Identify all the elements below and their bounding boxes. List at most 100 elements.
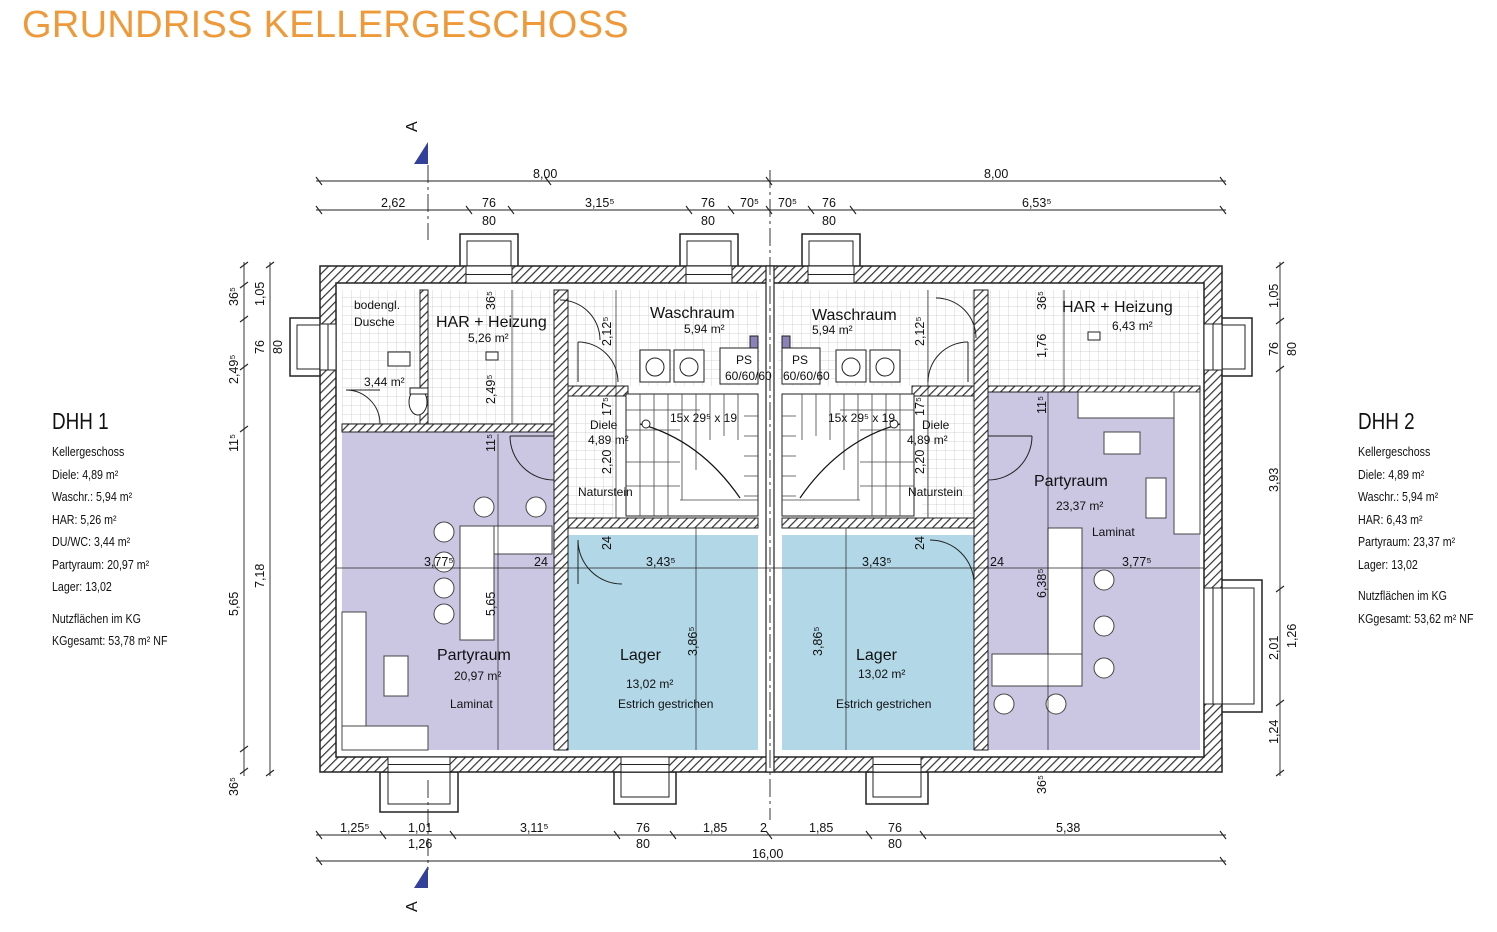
dhh1-line: Waschr.: 5,94 m² <box>52 489 133 504</box>
lager1-name: Lager <box>620 647 662 664</box>
dim-bottom-seg: 80 <box>636 837 650 851</box>
lightwells <box>289 233 1263 813</box>
dim-inner: 24 <box>600 536 614 550</box>
lager2-floor: Estrich gestrichen <box>836 697 931 711</box>
har1-area: 5,26 m² <box>468 331 509 345</box>
dhh1-nf-total: KGgesamt: 53,78 m² NF <box>52 633 168 648</box>
dusche-label: bodengl. <box>354 298 400 312</box>
dim-bottom-seg: 1,01 <box>408 821 432 835</box>
dim-inner: 2,20 <box>913 450 927 474</box>
dim-inner: 36⁵ <box>1035 291 1049 310</box>
lager1-area: 13,02 m² <box>626 677 673 691</box>
dim-inner: 3,86⁵ <box>686 626 700 656</box>
dim-left: 11⁵ <box>227 434 241 452</box>
dim-total-left: 8,00 <box>533 167 557 181</box>
dusche-label: Dusche <box>354 315 395 329</box>
party2-area: 23,37 m² <box>1056 499 1103 513</box>
dhh2-line: Kellergeschoss <box>1358 444 1431 459</box>
dim-bottom-seg: 1,85 <box>809 821 833 835</box>
dim-top-seg: 6,53⁵ <box>1022 196 1052 210</box>
dhh1-heading: DHH 1 <box>52 408 109 434</box>
dim-top-seg: 2,62 <box>381 196 405 210</box>
dhh1-line: Diele: 4,89 m² <box>52 466 119 482</box>
dim-bottom-seg: 2 <box>760 821 767 835</box>
party-floor-right <box>988 392 1200 750</box>
ps-label-right: PS <box>792 353 808 367</box>
dim-inner: 2,49⁵ <box>484 374 498 404</box>
dhh1-line: HAR: 5,26 m² <box>52 511 117 527</box>
ps-size-right: 60/60/60 <box>783 369 830 383</box>
wasch2-name: Waschraum <box>812 307 897 324</box>
dim-left: 7,18 <box>253 564 267 588</box>
dim-bottom-seg: 1,26 <box>408 837 432 851</box>
dim-total-right: 8,00 <box>984 167 1008 181</box>
party2-floor: Laminat <box>1092 525 1135 539</box>
dim-right: 1,05 <box>1267 284 1281 308</box>
har2-area: 6,43 m² <box>1112 319 1153 333</box>
dhh2-nf-label: Nutzflächen im KG <box>1358 588 1447 603</box>
har2-name: HAR + Heizung <box>1062 299 1173 316</box>
dim-right: 2,01 <box>1267 636 1281 660</box>
dim-inner: 24 <box>990 555 1004 569</box>
section-label-bottom: A <box>404 901 421 912</box>
dim-bottom-seg: 80 <box>888 837 902 851</box>
section-marker-top: A <box>404 121 428 164</box>
lager1-floor: Estrich gestrichen <box>618 697 713 711</box>
dim-inner: 1,76 <box>1035 334 1049 358</box>
diele2-area: 4,89 m² <box>907 433 948 447</box>
dhh1-line: Partyraum: 20,97 m² <box>52 556 150 572</box>
dim-inner: 6,38⁵ <box>1035 568 1049 598</box>
furniture <box>341 391 1201 751</box>
dims-right: 1,05 76 80 3,93 2,01 1,26 1,24 <box>1267 284 1299 744</box>
party1-area: 20,97 m² <box>454 669 501 683</box>
dim-inner: 3,86⁵ <box>811 626 825 656</box>
dims-bottom: 1,25⁵ 1,01 1,26 3,11⁵ 76 80 1,85 2 1,85 … <box>340 821 1080 861</box>
dhh2-heading: DHH 2 <box>1358 408 1415 434</box>
dhh1-line: DU/WC: 3,44 m² <box>52 534 131 549</box>
dhh2-line: HAR: 6,43 m² <box>1358 511 1423 527</box>
dim-right: 80 <box>1285 342 1299 356</box>
dim-left: 2,49⁵ <box>227 354 241 384</box>
dim-top-seg: 3,15⁵ <box>585 196 615 210</box>
dim-inner: 3,43⁵ <box>646 555 676 569</box>
ps-size-left: 60/60/60 <box>725 369 772 383</box>
naturstein-right: Naturstein <box>908 485 963 499</box>
section-marker-bottom: A <box>404 866 428 912</box>
diele1-area: 4,89 m² <box>588 433 629 447</box>
dim-bottom-seg: 1,85 <box>703 821 727 835</box>
dim-inner: 3,77⁵ <box>424 555 454 569</box>
outer-walls <box>319 265 1223 773</box>
fixtures <box>387 331 1101 416</box>
dim-inner: 3,43⁵ <box>862 555 892 569</box>
windows <box>319 265 1223 773</box>
dhh2-summary: DHH 2 Kellergeschoss Diele: 4,89 m² Wasc… <box>1358 408 1474 630</box>
doors <box>345 297 1033 585</box>
dim-top-seg: 76 <box>701 196 715 210</box>
dim-inner: 17⁵ <box>600 397 614 416</box>
dims-left: 36⁵ 1,05 76 80 2,49⁵ 11⁵ 5,65 7,18 36⁵ <box>227 282 285 796</box>
dim-left: 36⁵ <box>227 287 241 306</box>
dim-right: 76 <box>1267 342 1281 356</box>
dim-inner: 2,12⁵ <box>600 316 614 346</box>
dim-inner: 36⁵ <box>484 291 498 310</box>
dim-inner: 3,77⁵ <box>1122 555 1152 569</box>
dim-top-seg: 76 <box>822 196 836 210</box>
dim-inner: 24 <box>913 536 927 550</box>
har1-name: HAR + Heizung <box>436 314 547 331</box>
wasch1-area: 5,94 m² <box>684 322 725 336</box>
dim-bottom-seg: 5,38 <box>1056 821 1080 835</box>
dim-inner: 5,65 <box>484 592 498 616</box>
dim-top-seg: 80 <box>822 214 836 228</box>
wasch1-name: Waschraum <box>650 305 735 322</box>
dhh1-nf-label: Nutzflächen im KG <box>52 610 141 626</box>
dim-inner: 2,20 <box>600 450 614 474</box>
dim-bottom-seg: 1,25⁵ <box>340 821 370 835</box>
stairs <box>625 393 915 517</box>
dhh1-line: Kellergeschoss <box>52 444 125 459</box>
dim-right: 1,26 <box>1285 624 1299 648</box>
dim-right: 3,93 <box>1267 468 1281 492</box>
diele1-name: Diele <box>590 418 618 432</box>
dim-left: 80 <box>271 340 285 354</box>
dims-top: 8,00 8,00 2,62 76 80 3,15⁵ 76 80 70⁵ 70⁵… <box>381 167 1052 228</box>
